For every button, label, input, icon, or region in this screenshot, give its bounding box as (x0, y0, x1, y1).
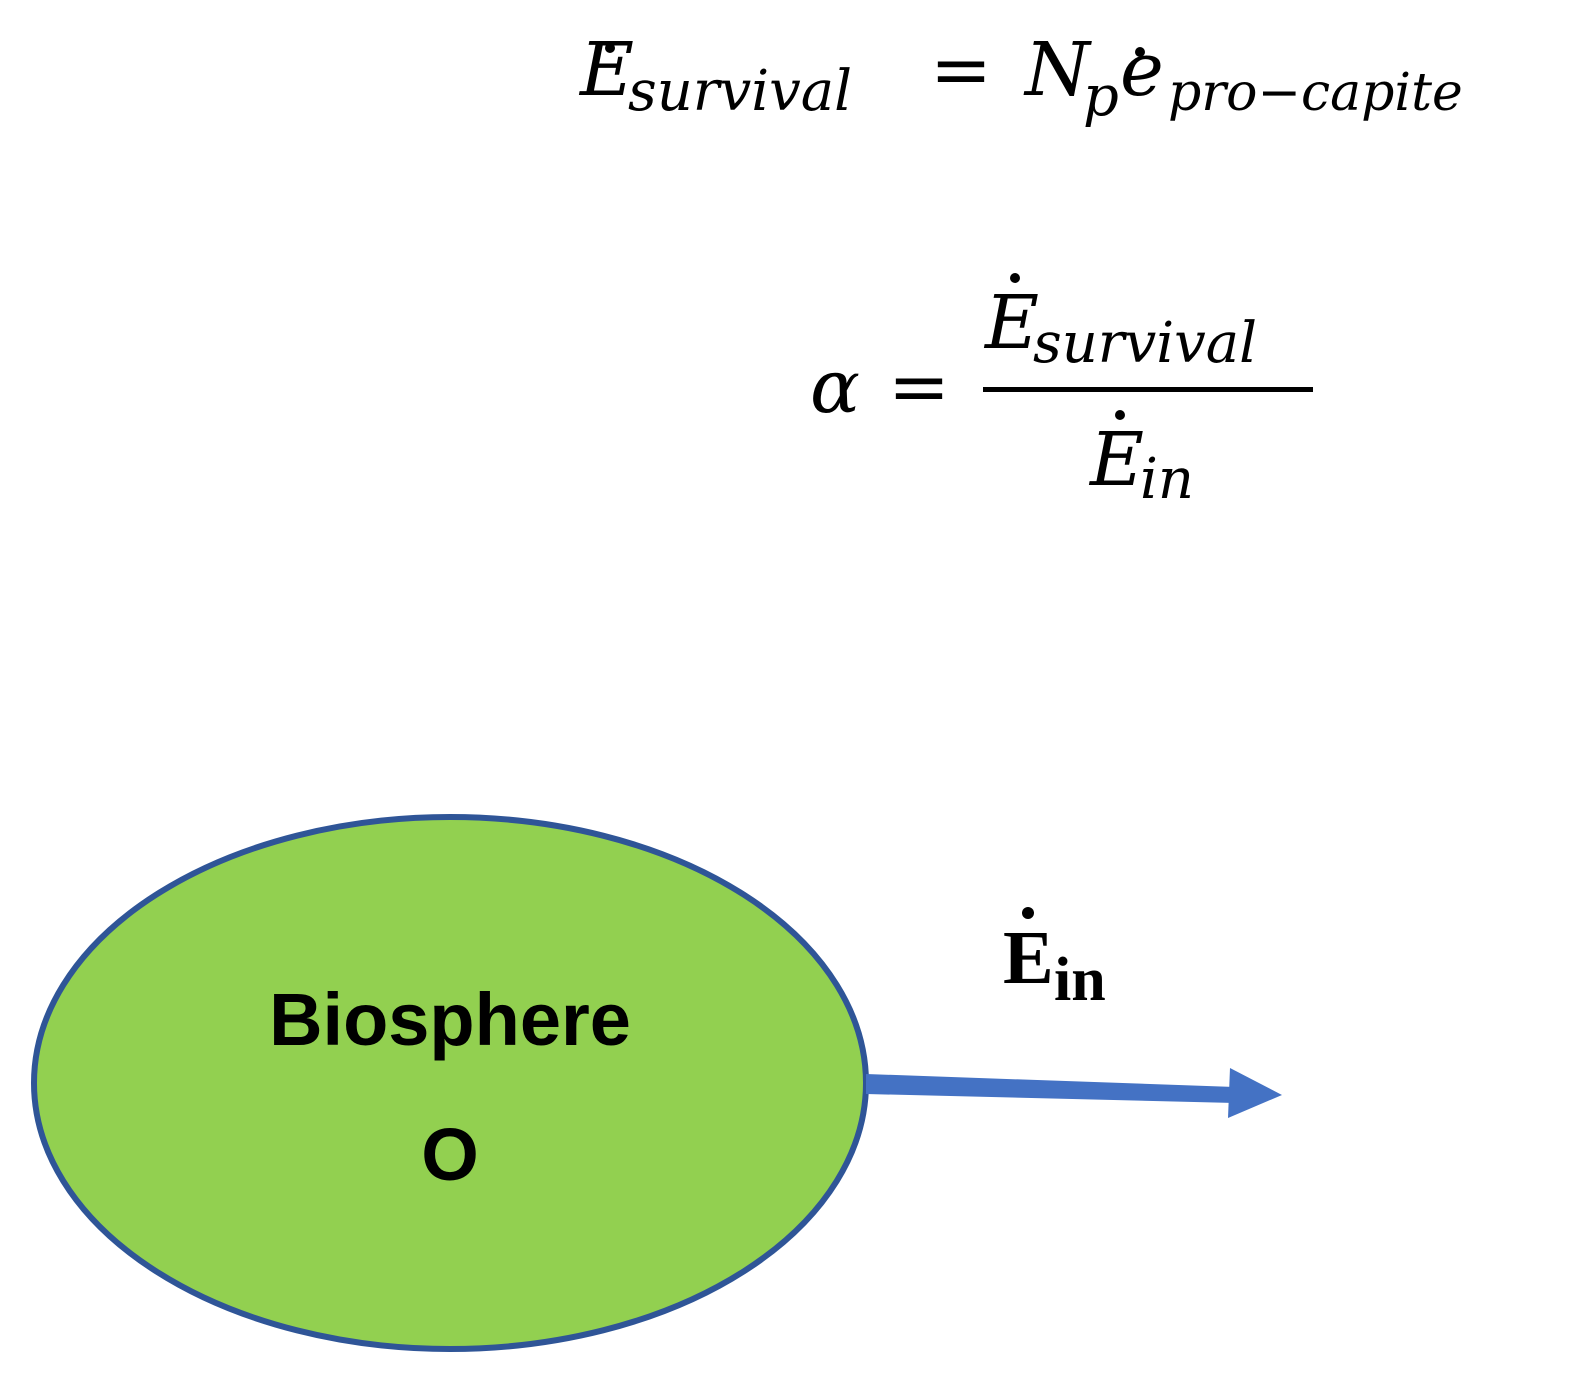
eq2-denominator-symbol: E (1088, 417, 1144, 503)
eq2-lhs-alpha: α (810, 344, 860, 430)
arrow-label-dot-icon (1022, 907, 1034, 919)
eq1-rhs-n: N (1023, 27, 1092, 113)
eq1-equals: = (930, 27, 992, 113)
biosphere-ellipse (31, 814, 869, 1352)
eq1-rhs-dot-icon (1135, 47, 1145, 57)
arrow-label-subscript: in (1054, 946, 1106, 1014)
eq2-fraction-bar (983, 387, 1313, 392)
eq2-equals: = (888, 344, 950, 430)
arrow-label: E in (1003, 907, 1106, 1014)
biosphere-sublabel: O (421, 1113, 479, 1196)
eq1-rhs-e: e (1120, 27, 1164, 113)
eq1-lhs-subscript: survival (628, 59, 852, 124)
eq1-rhs-n-subscript: p (1083, 64, 1119, 129)
eq2-numerator-symbol: E (983, 280, 1039, 366)
arrow-head-icon (1228, 1068, 1282, 1118)
eq2-denominator-subscript: in (1140, 447, 1194, 512)
energy-in-arrow (866, 1068, 1282, 1118)
eq1-lhs-symbol: E (578, 27, 634, 113)
biosphere-node: Biosphere O (31, 814, 869, 1352)
eq2-numerator-dot-icon (1010, 273, 1020, 283)
equation-energy-survival: E survival = N p e pro−capite (578, 27, 1463, 129)
eq1-rhs-e-subscript: pro−capite (1168, 63, 1463, 123)
eq2-numerator-subscript: survival (1033, 311, 1257, 376)
equation-alpha: α = E survival E in (810, 273, 1313, 512)
arrow-shaft (866, 1074, 1235, 1103)
eq2-denominator-dot-icon (1115, 410, 1125, 420)
biosphere-label: Biosphere (269, 978, 631, 1061)
arrow-label-symbol: E (1003, 916, 1054, 1000)
eq1-lhs-dot-icon (605, 43, 615, 53)
